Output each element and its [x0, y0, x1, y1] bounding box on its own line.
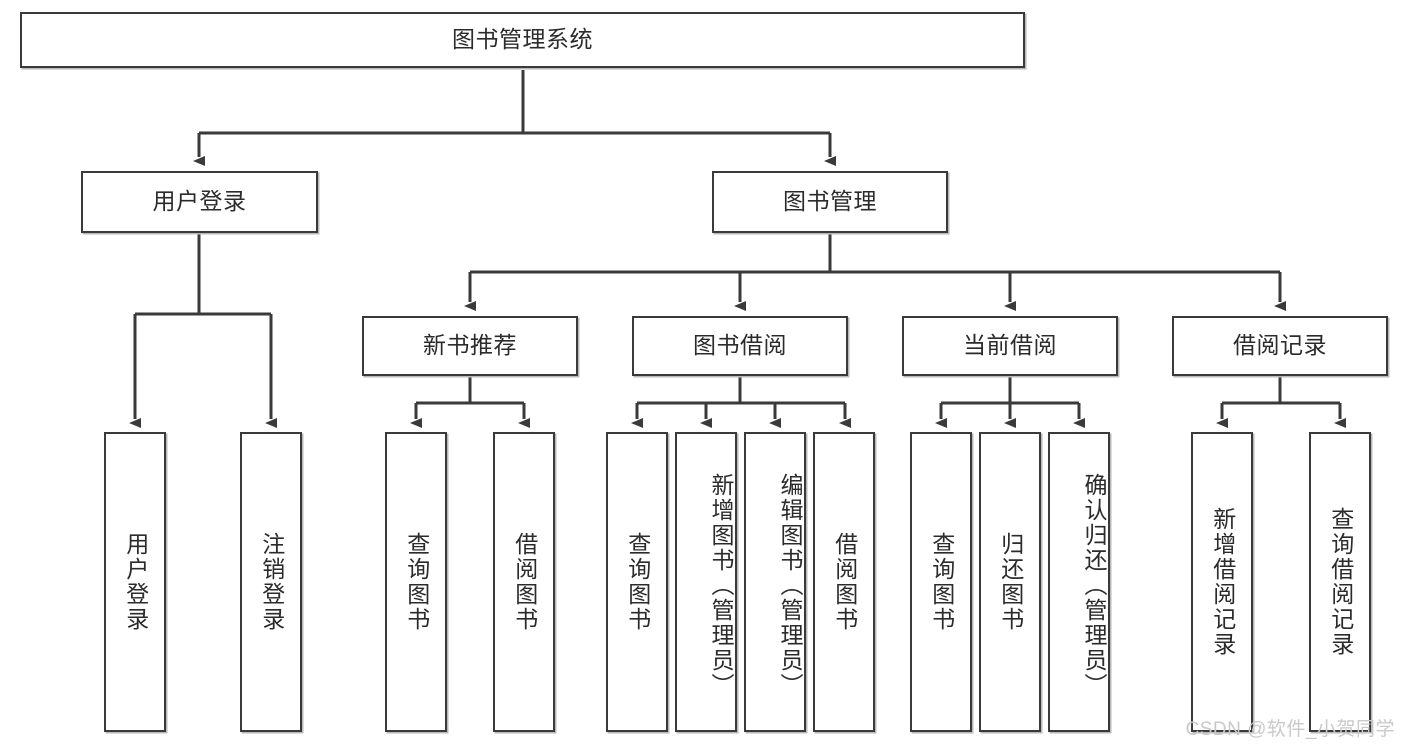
- node-label: 新增借阅记录: [1209, 507, 1236, 657]
- node-current-borrow[interactable]: 当前借阅: [902, 316, 1118, 376]
- node-root-system[interactable]: 图书管理系统: [20, 12, 1025, 68]
- node-label: 编辑图书（管理员）: [777, 472, 803, 698]
- node-user-login[interactable]: 用户登录: [81, 171, 318, 233]
- leaf-current-borrow-confirm-return-admin[interactable]: 确认归还（管理员）: [1048, 432, 1110, 732]
- node-label: 归还图书: [997, 532, 1024, 632]
- csdn-watermark: CSDN @软件_小贺同学: [1185, 719, 1395, 740]
- node-label: 图书管理系统: [452, 26, 593, 53]
- leaf-borrow-record-add-record[interactable]: 新增借阅记录: [1191, 432, 1253, 732]
- node-label: 查询图书: [928, 532, 955, 632]
- leaf-new-book-query-book[interactable]: 查询图书: [385, 432, 447, 732]
- leaf-borrow-record-query-record[interactable]: 查询借阅记录: [1309, 432, 1371, 732]
- node-book-management[interactable]: 图书管理: [712, 171, 948, 233]
- leaf-book-borrow-add-book-admin[interactable]: 新增图书（管理员）: [675, 432, 737, 732]
- node-label: 确认归还（管理员）: [1081, 472, 1107, 698]
- node-label: 当前借阅: [963, 332, 1057, 359]
- node-label: 查询图书: [624, 532, 651, 632]
- leaf-new-book-borrow-book[interactable]: 借阅图书: [493, 432, 555, 732]
- leaf-user-login-login[interactable]: 用户登录: [104, 432, 166, 732]
- node-label: 借阅图书: [831, 532, 858, 632]
- node-label: 用户登录: [122, 532, 149, 632]
- leaf-book-borrow-edit-book-admin[interactable]: 编辑图书（管理员）: [744, 432, 806, 732]
- leaf-book-borrow-query-book[interactable]: 查询图书: [606, 432, 668, 732]
- node-label: 图书借阅: [693, 332, 787, 359]
- node-label: 借阅记录: [1233, 332, 1327, 359]
- node-borrow-record[interactable]: 借阅记录: [1172, 316, 1388, 376]
- node-label: 用户登录: [152, 188, 247, 215]
- node-label: 图书管理: [783, 188, 877, 215]
- node-label: 注销登录: [258, 532, 285, 632]
- node-label: 借阅图书: [511, 532, 538, 632]
- node-label: 查询借阅记录: [1327, 507, 1354, 657]
- node-label: 查询图书: [403, 532, 430, 632]
- node-new-book-recommend[interactable]: 新书推荐: [362, 316, 578, 376]
- leaf-current-borrow-return-book[interactable]: 归还图书: [979, 432, 1041, 732]
- leaf-book-borrow-borrow-book[interactable]: 借阅图书: [813, 432, 875, 732]
- node-label: 新增图书（管理员）: [708, 472, 734, 698]
- node-book-borrow[interactable]: 图书借阅: [632, 316, 848, 376]
- leaf-user-login-logout[interactable]: 注销登录: [240, 432, 302, 732]
- node-label: 新书推荐: [423, 332, 517, 359]
- leaf-current-borrow-query-book[interactable]: 查询图书: [910, 432, 972, 732]
